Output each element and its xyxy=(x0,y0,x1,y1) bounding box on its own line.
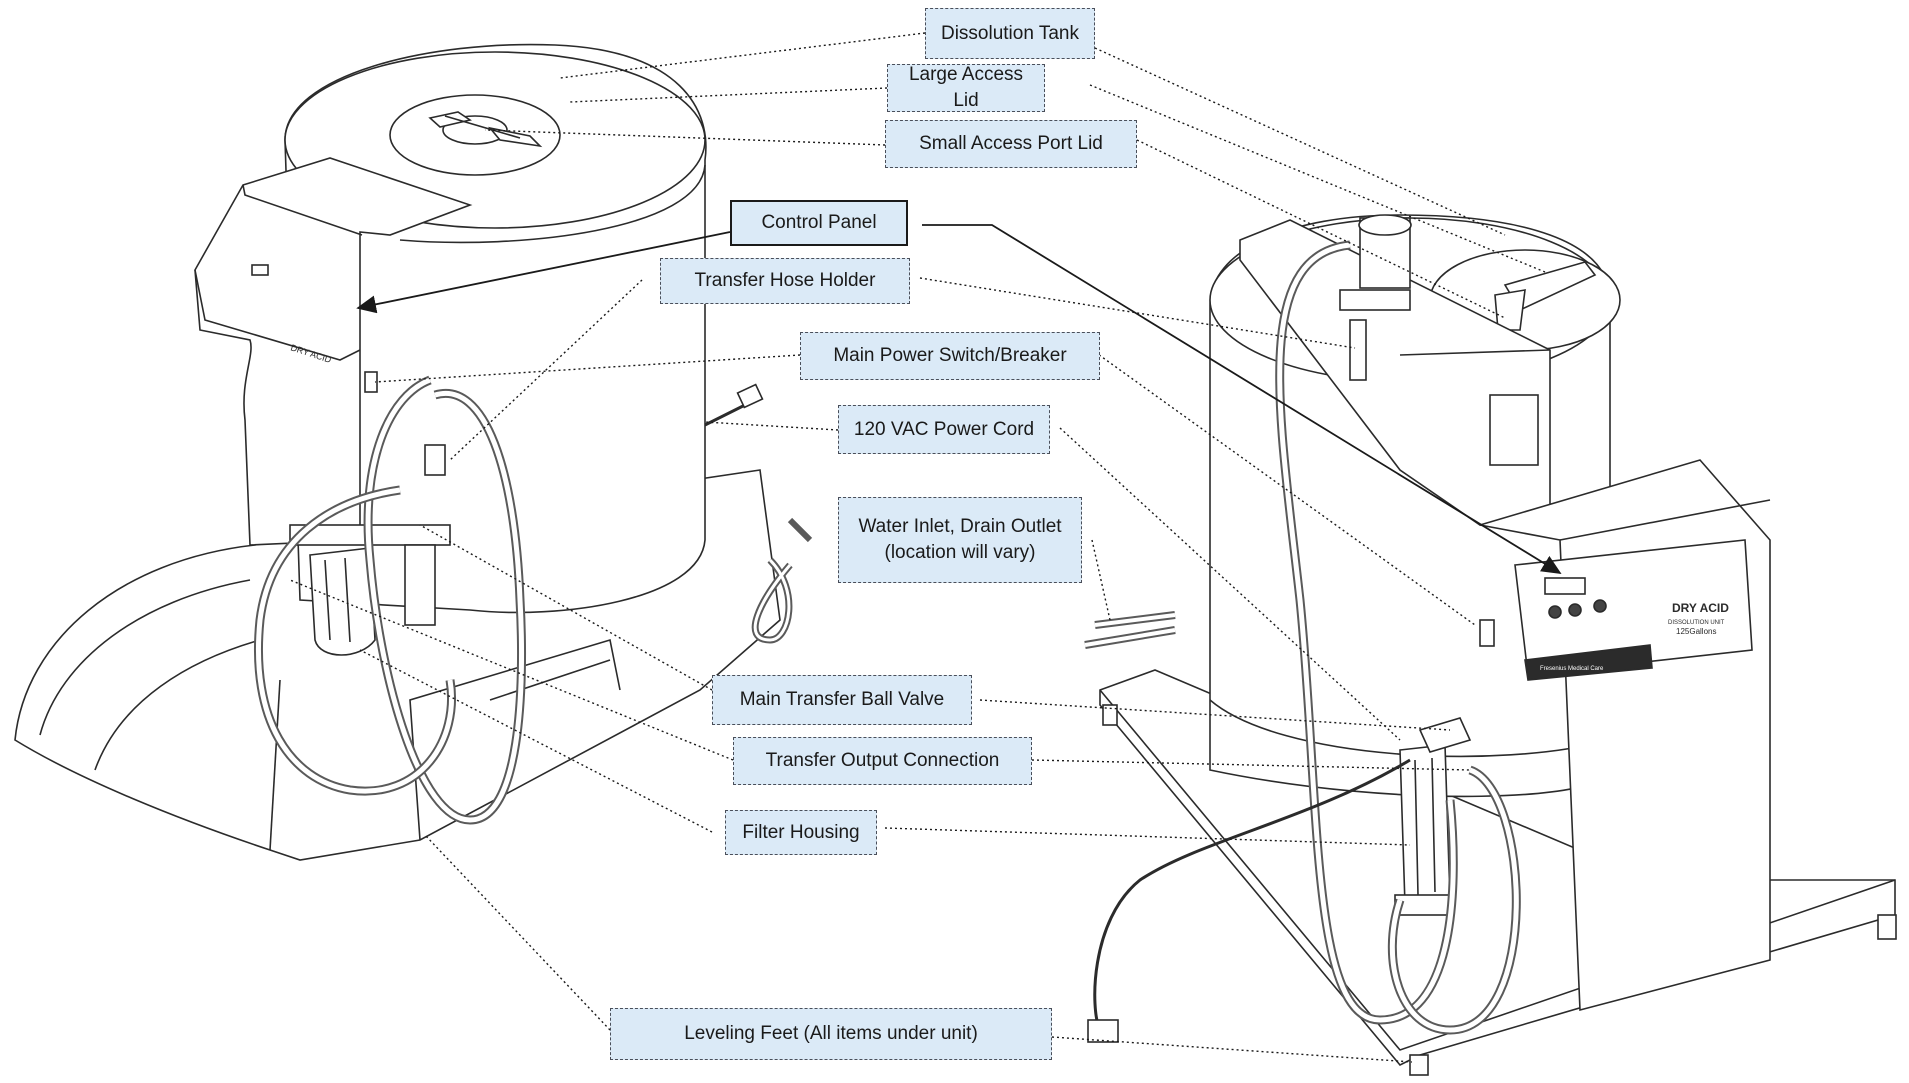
leader-lines xyxy=(289,32,1546,1063)
label-power-cord: 120 VAC Power Cord xyxy=(838,405,1050,454)
right-unit-capacity-text: 125Gallons xyxy=(1676,627,1716,636)
label-water-inlet-line1: Water Inlet, Drain Outlet xyxy=(858,516,1062,538)
label-water-inlet-drain-outlet: Water Inlet, Drain Outlet (location will… xyxy=(838,497,1082,583)
right-unit-maker-text: Fresenius Medical Care xyxy=(1540,666,1604,672)
label-transfer-output-connection: Transfer Output Connection xyxy=(733,737,1032,785)
label-leveling-feet: Leveling Feet (All items under unit) xyxy=(610,1008,1052,1060)
left-unit: DRY ACID xyxy=(14,43,813,861)
label-dissolution-tank: Dissolution Tank xyxy=(925,8,1095,59)
right-unit-brand-text: DRY ACID xyxy=(1672,601,1729,615)
right-unit: DRY ACID DISSOLUTION UNIT 125Gallons Fre… xyxy=(1084,214,1897,1076)
label-control-panel: Control Panel xyxy=(730,200,908,246)
right-unit-subtitle-text: DISSOLUTION UNIT xyxy=(1668,620,1725,626)
label-main-power-switch: Main Power Switch/Breaker xyxy=(800,332,1100,380)
label-water-inlet-line2: (location will vary) xyxy=(884,542,1036,563)
left-control-housing xyxy=(194,157,473,546)
label-main-transfer-ball-valve: Main Transfer Ball Valve xyxy=(712,675,972,725)
control-panel-arrows xyxy=(356,224,1562,574)
right-control-panel xyxy=(1514,539,1753,676)
label-small-access-port-lid: Small Access Port Lid xyxy=(885,120,1137,168)
label-transfer-hose-holder: Transfer Hose Holder xyxy=(660,258,910,304)
label-filter-housing: Filter Housing xyxy=(725,810,877,855)
label-large-access-lid: Large Access Lid xyxy=(887,64,1045,112)
